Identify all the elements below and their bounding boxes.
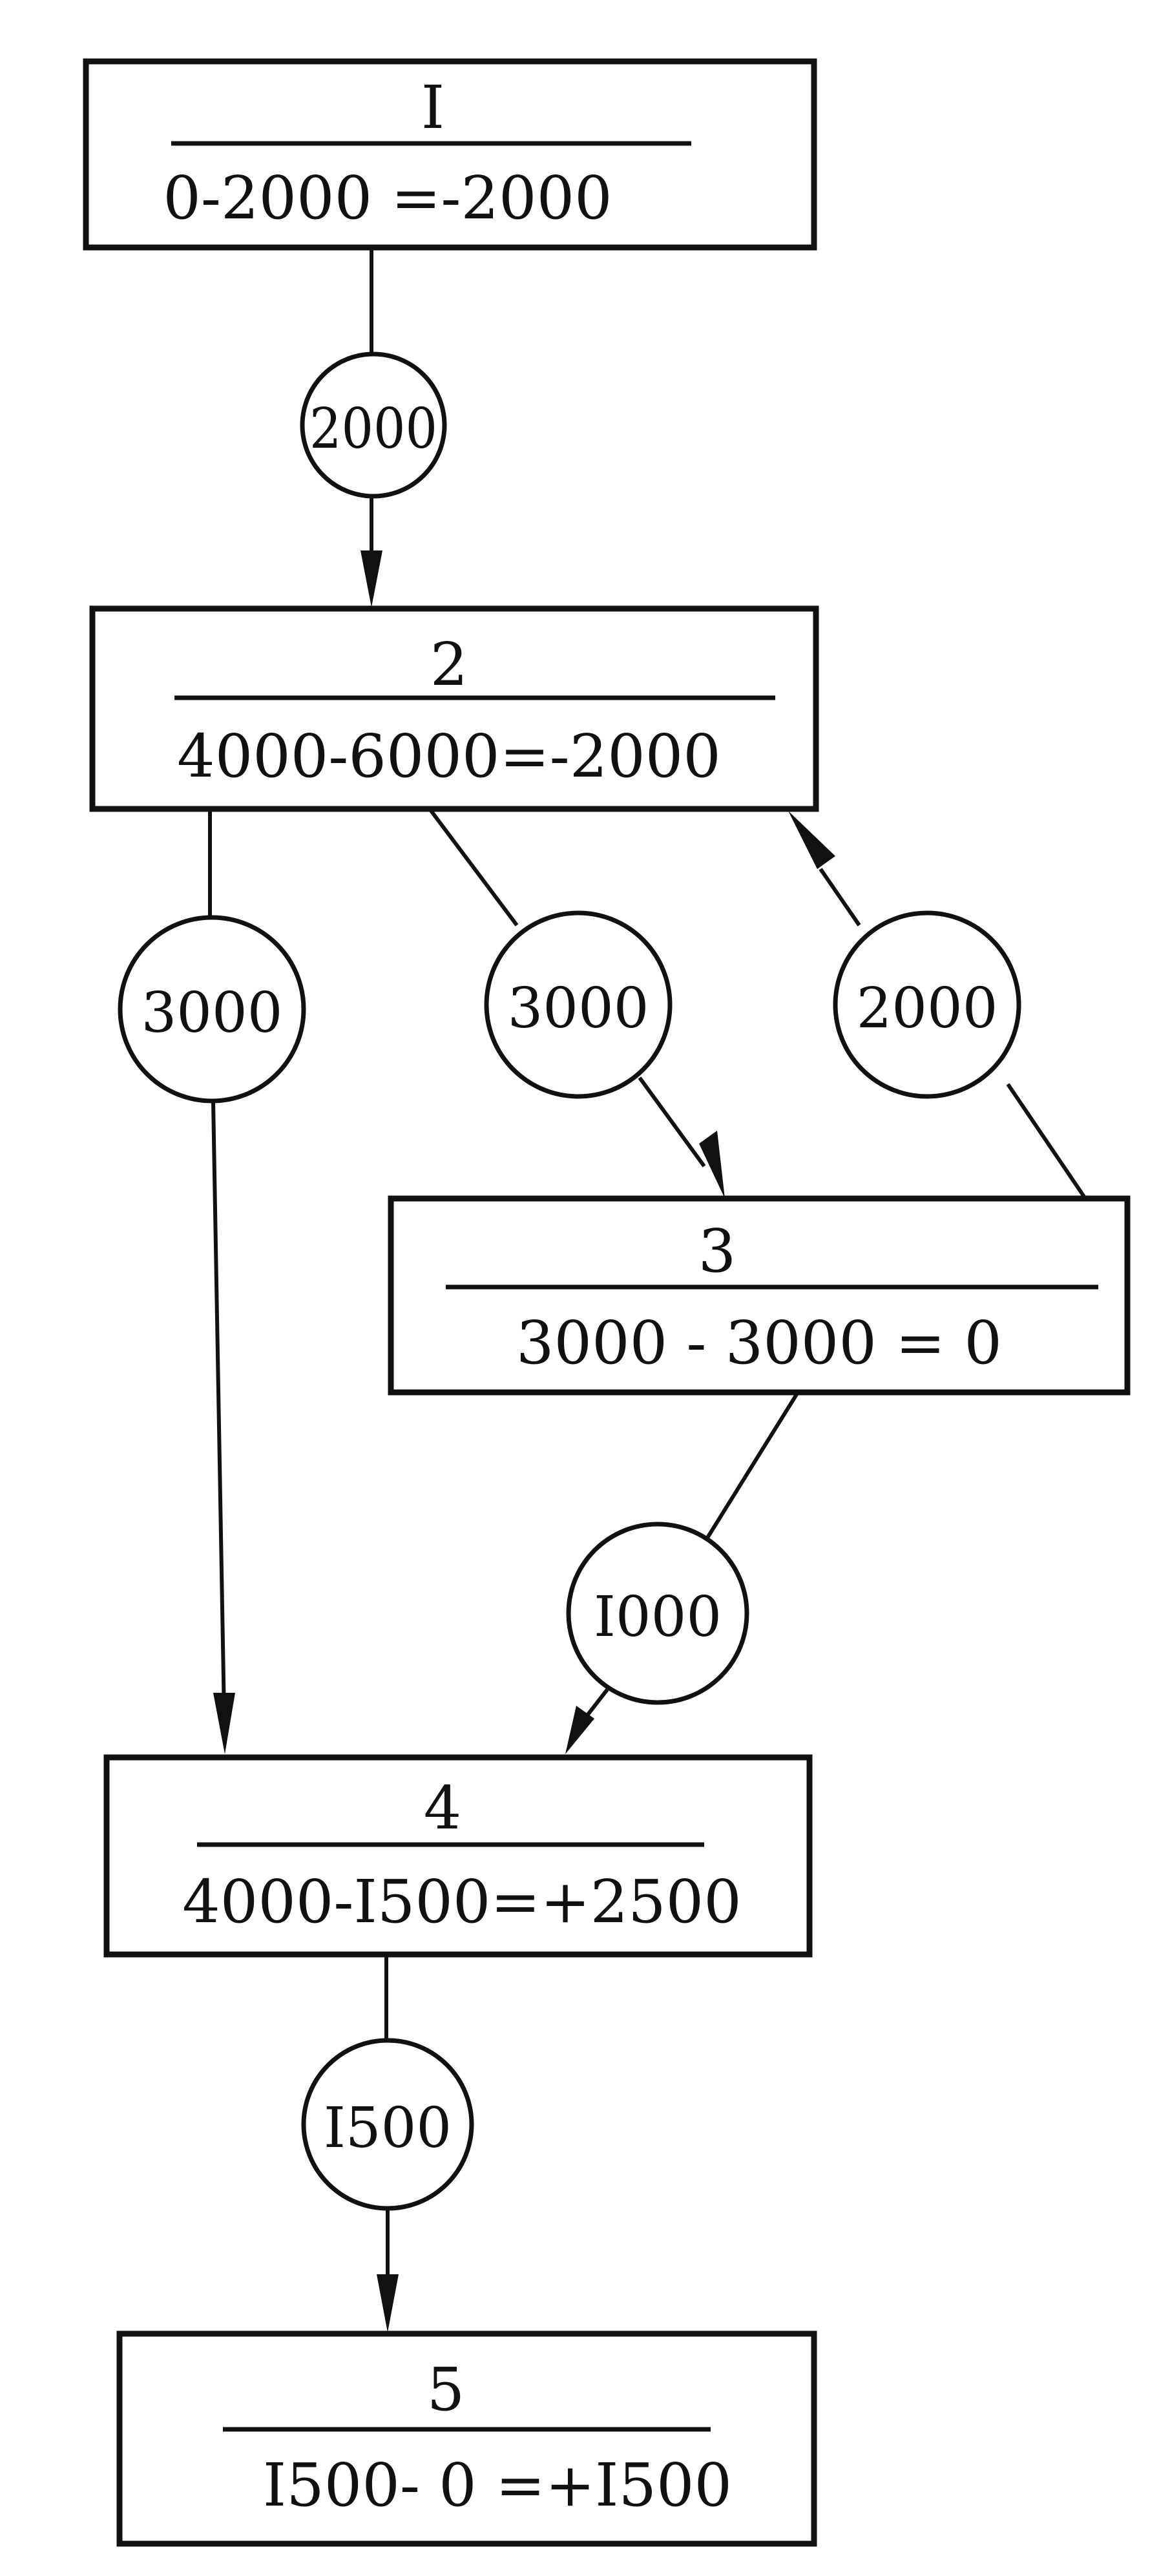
edge-2-to-3-upper-line (428, 808, 519, 927)
flow-label: 2000 (309, 397, 437, 461)
flow-circle (300, 351, 447, 499)
flow-circle-2-4: 3000 (118, 915, 306, 1104)
node-box (116, 2330, 817, 2547)
flow-circle (484, 910, 673, 1099)
node-title: I (421, 73, 444, 142)
arrow-head-icon (788, 811, 835, 869)
node-title: 3 (698, 1217, 736, 1286)
node-4: 4 4000-I500=+2500 (103, 1754, 813, 1958)
arrow-head-icon (213, 1693, 235, 1754)
flow-circle-3-4: I000 (566, 1522, 749, 1705)
arrow-head-icon (699, 1131, 725, 1199)
edge-2-to-4-lower-line (211, 1101, 226, 1716)
edge-3-to-4-upper-line (705, 1391, 800, 1539)
node-title: 4 (424, 1774, 462, 1843)
node-2: 2 4000-6000=-2000 (89, 605, 819, 812)
flow-circle (118, 915, 306, 1104)
node-box (83, 58, 817, 251)
flow-circle (833, 910, 1021, 1099)
flow-circle-2-3: 3000 (484, 910, 673, 1099)
edge-2-to-3-lower-line (638, 1076, 706, 1168)
node-title: 5 (427, 2355, 465, 2424)
flow-label: I000 (594, 1585, 722, 1649)
arrow-head-icon (360, 550, 382, 607)
node-1: I 0-2000 =-2000 (83, 58, 817, 251)
flow-circle-1-2: 2000 (300, 351, 447, 499)
flow-circle (301, 2038, 474, 2211)
flow-circle-3-2: 2000 (833, 910, 1021, 1099)
node-3: 3 3000 - 3000 = 0 (388, 1195, 1131, 1396)
arrow-head-icon (377, 2274, 399, 2332)
node-equation: 4000-I500=+2500 (182, 1867, 741, 1936)
node-box (103, 1754, 813, 1958)
node-equation: I500- 0 =+I500 (263, 2451, 732, 2520)
flow-label: 3000 (508, 976, 649, 1041)
node-title: 2 (430, 630, 468, 699)
edge-3-to-2-lower-line (1006, 1083, 1087, 1200)
node-equation: 3000 - 3000 = 0 (516, 1308, 1002, 1377)
flow-circle-4-5: I500 (301, 2038, 474, 2211)
node-box (89, 605, 819, 812)
edge-3-to-2-upper-line (819, 868, 861, 927)
node-equation: 0-2000 =-2000 (163, 163, 612, 233)
connectors (208, 246, 1087, 2332)
flow-label: I500 (324, 2096, 452, 2161)
node-box (388, 1195, 1131, 1396)
flow-circle (566, 1522, 749, 1705)
node-5: 5 I500- 0 =+I500 (116, 2330, 817, 2547)
node-equation: 4000-6000=-2000 (177, 722, 721, 791)
flow-label: 3000 (141, 981, 283, 1045)
arrow-head-icon (565, 1706, 594, 1754)
flow-label: 2000 (857, 976, 998, 1041)
edge-3-to-4-lower-line (583, 1688, 609, 1720)
